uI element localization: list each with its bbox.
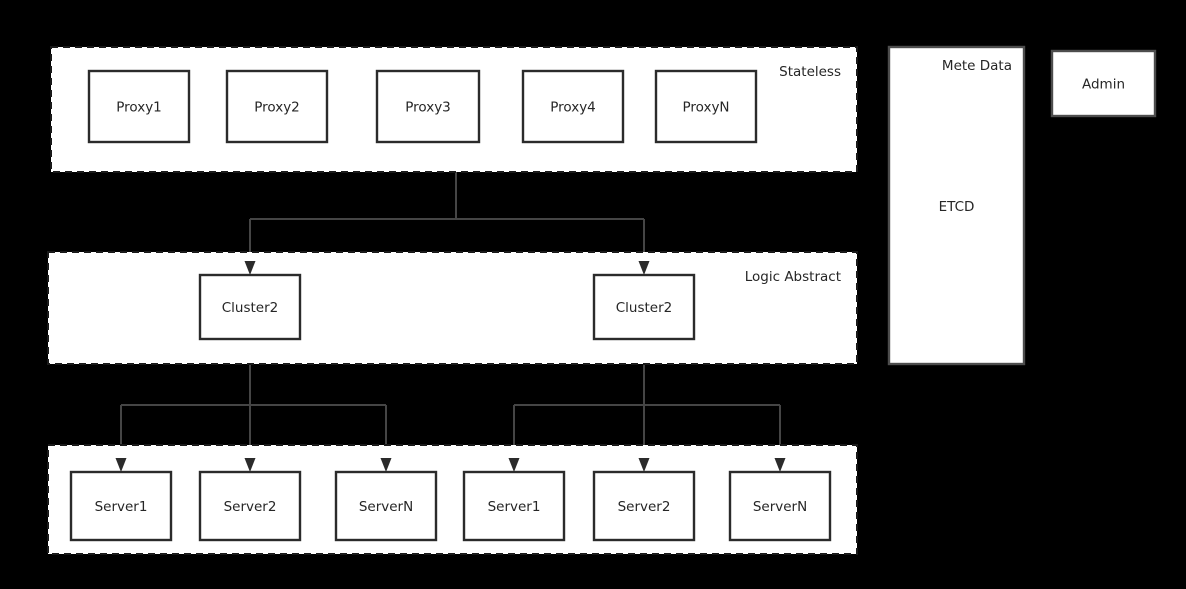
server-node-2-label: Server2 [224, 499, 277, 515]
arrowhead-cluster-right-to-servers-1 [508, 458, 520, 472]
arrowheads-layer [115, 261, 786, 472]
server-nodes: Server1 Server2 ServerN Server1 Server2 Serve… [69, 470, 832, 542]
arrowhead-cluster-left-to-servers-3 [380, 458, 392, 472]
arrowhead-cluster-right-to-servers-3 [774, 458, 786, 472]
panel-admin-box [1050, 49, 1157, 118]
server-node-5[interactable]: Server2 [592, 470, 696, 542]
server-node-2[interactable]: Server2 [198, 470, 302, 542]
proxy-node-3-label: Proxy3 [405, 100, 451, 116]
proxy-node-2-box[interactable] [225, 69, 329, 144]
panel-mete-data-title: Mete Data [942, 58, 1012, 74]
arrowhead-proxy-to-clusters-2 [638, 261, 650, 275]
group-logic-abstract-box [47, 251, 858, 365]
cluster-node-2-label: Cluster2 [616, 300, 673, 316]
server-node-1-box[interactable] [69, 470, 173, 542]
group-servers [47, 444, 858, 555]
arrowhead-cluster-left-to-servers-1 [115, 458, 127, 472]
cluster-node-1[interactable]: Cluster2 [198, 273, 302, 341]
cluster-node-2[interactable]: Cluster2 [592, 273, 696, 341]
panel-mete-data-etcd-label: ETCD [939, 199, 975, 215]
proxy-node-1-box[interactable] [87, 69, 191, 144]
proxy-node-2[interactable]: Proxy2 [225, 69, 329, 144]
arrowhead-proxy-to-clusters-1 [244, 261, 256, 275]
group-servers-box [47, 444, 858, 555]
server-node-4-label: Server1 [488, 499, 541, 515]
proxy-node-3[interactable]: Proxy3 [375, 69, 481, 144]
panel-admin: Admin [1050, 49, 1157, 118]
server-node-6[interactable]: ServerN [728, 470, 832, 542]
edge-proxy-to-clusters [249, 172, 645, 261]
proxy-node-5[interactable]: ProxyN [654, 69, 758, 144]
arrowhead-cluster-right-to-servers-2 [638, 458, 650, 472]
proxy-node-4-box[interactable] [521, 69, 625, 144]
server-node-1[interactable]: Server1 [69, 470, 173, 542]
server-node-5-label: Server2 [618, 499, 671, 515]
panel-mete-data-box [887, 45, 1026, 366]
server-node-3[interactable]: ServerN [334, 470, 438, 542]
stateless-nodes: Proxy1 Proxy2 Proxy3 Proxy4 ProxyN [87, 69, 758, 144]
proxy-node-4[interactable]: Proxy4 [521, 69, 625, 144]
panel-mete-data: Mete Data ETCD [887, 45, 1026, 366]
group-logic-abstract: Logic Abstract [47, 251, 858, 365]
server-node-5-box[interactable] [592, 470, 696, 542]
proxy-node-1-label: Proxy1 [116, 100, 162, 116]
server-node-3-label: ServerN [359, 499, 413, 515]
edges-layer [120, 172, 781, 458]
server-node-3-box[interactable] [334, 470, 438, 542]
proxy-node-5-box[interactable] [654, 69, 758, 144]
server-node-6-box[interactable] [728, 470, 832, 542]
edge-cluster-left-to-servers-path [120, 339, 387, 458]
server-node-1-label: Server1 [95, 499, 148, 515]
server-node-2-box[interactable] [198, 470, 302, 542]
group-stateless-label: Stateless [779, 64, 841, 80]
edge-cluster-right-to-servers-path [513, 339, 781, 458]
panel-admin-label: Admin [1082, 77, 1125, 93]
proxy-node-2-label: Proxy2 [254, 100, 300, 116]
group-logic-abstract-label: Logic Abstract [745, 269, 841, 285]
server-node-6-label: ServerN [753, 499, 807, 515]
arrowhead-cluster-left-to-servers-2 [244, 458, 256, 472]
edge-proxy-to-clusters-path [249, 172, 645, 261]
proxy-node-4-label: Proxy4 [550, 100, 596, 116]
proxy-node-3-box[interactable] [375, 69, 481, 144]
proxy-node-5-label: ProxyN [682, 100, 729, 116]
edge-cluster-left-to-servers [120, 339, 387, 458]
edge-cluster-right-to-servers [513, 339, 781, 458]
proxy-node-1[interactable]: Proxy1 [87, 69, 191, 144]
server-node-4[interactable]: Server1 [462, 470, 566, 542]
cluster-node-1-label: Cluster2 [222, 300, 279, 316]
